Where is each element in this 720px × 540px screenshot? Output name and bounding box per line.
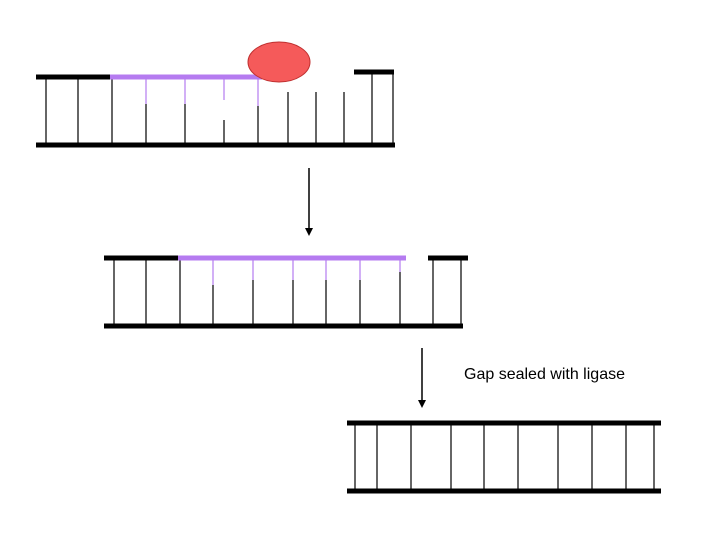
ligase-caption: Gap sealed with ligase	[464, 366, 625, 383]
arrow-down-2	[418, 348, 426, 408]
stage-1-base-pairs	[45, 74, 394, 144]
stage-3-base-pairs	[354, 424, 655, 490]
stage-1-dna-duplex	[36, 41, 395, 148]
stage-3-dna-duplex	[347, 420, 661, 494]
stage-2-dna-duplex	[104, 255, 468, 329]
arrow-down-1	[305, 168, 313, 236]
dna-polymerase-blob	[247, 41, 311, 83]
stage-2-new-base-pairs	[212, 259, 401, 285]
stage-1-new-base-pairs	[145, 78, 259, 106]
stage-2-base-pairs	[113, 259, 462, 325]
